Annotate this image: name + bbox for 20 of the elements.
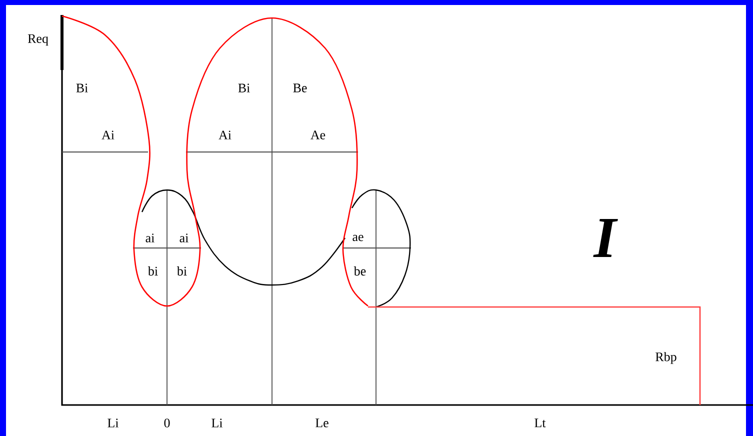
graph-label: Bi (76, 84, 88, 92)
graph-label: bi (148, 266, 158, 276)
graph-label: 0 (164, 418, 170, 428)
graph-label: Req (28, 34, 48, 46)
graph-label: Lt (534, 418, 546, 428)
graph-label: ae (352, 234, 364, 242)
graph-label: Be (293, 84, 307, 92)
graph-label: Le (316, 418, 328, 428)
graph-label: Li (108, 418, 119, 428)
graph-label: be (354, 266, 366, 276)
graph-label: Ai (218, 130, 232, 140)
graph-label: bi (176, 266, 187, 276)
graph-label: ai (180, 234, 188, 242)
graph-label: ai (146, 234, 154, 242)
graph-label: Bi (238, 84, 250, 92)
graph-label: Ai (102, 130, 114, 140)
panel-numeral: I (593, 219, 618, 257)
graph-label: Ae (310, 130, 326, 140)
graph-label: Li (212, 418, 223, 428)
graph-label: Rbp (656, 352, 676, 364)
